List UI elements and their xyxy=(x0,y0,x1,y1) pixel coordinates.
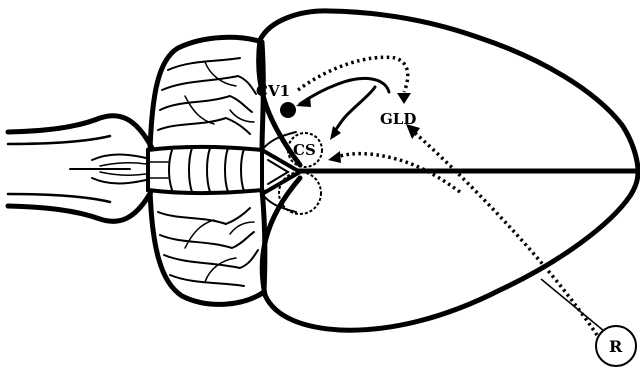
cv1-to-cs-arrow xyxy=(333,87,375,134)
left-hemisphere xyxy=(260,11,638,171)
label-r: R xyxy=(609,337,623,356)
cerebral-hemispheres xyxy=(259,11,638,330)
dotted-arrows xyxy=(298,57,597,335)
arrowhead-cv1 xyxy=(296,96,311,107)
gld-to-cv1-arrow xyxy=(300,78,389,104)
arrowhead-cs-from-r xyxy=(328,151,341,163)
spinal-cord xyxy=(8,116,152,222)
r-to-gld-dotted xyxy=(414,132,597,335)
label-cv1: CV1 xyxy=(256,82,290,100)
cv1-dot xyxy=(280,102,296,118)
label-cs: CS xyxy=(293,141,316,159)
cerebellar-vermis xyxy=(148,147,262,193)
cv1-to-gld-dotted xyxy=(298,57,408,92)
label-gld: GLD xyxy=(380,110,416,128)
arrowhead-gld-down xyxy=(397,93,411,104)
solid-arrows xyxy=(300,78,389,134)
